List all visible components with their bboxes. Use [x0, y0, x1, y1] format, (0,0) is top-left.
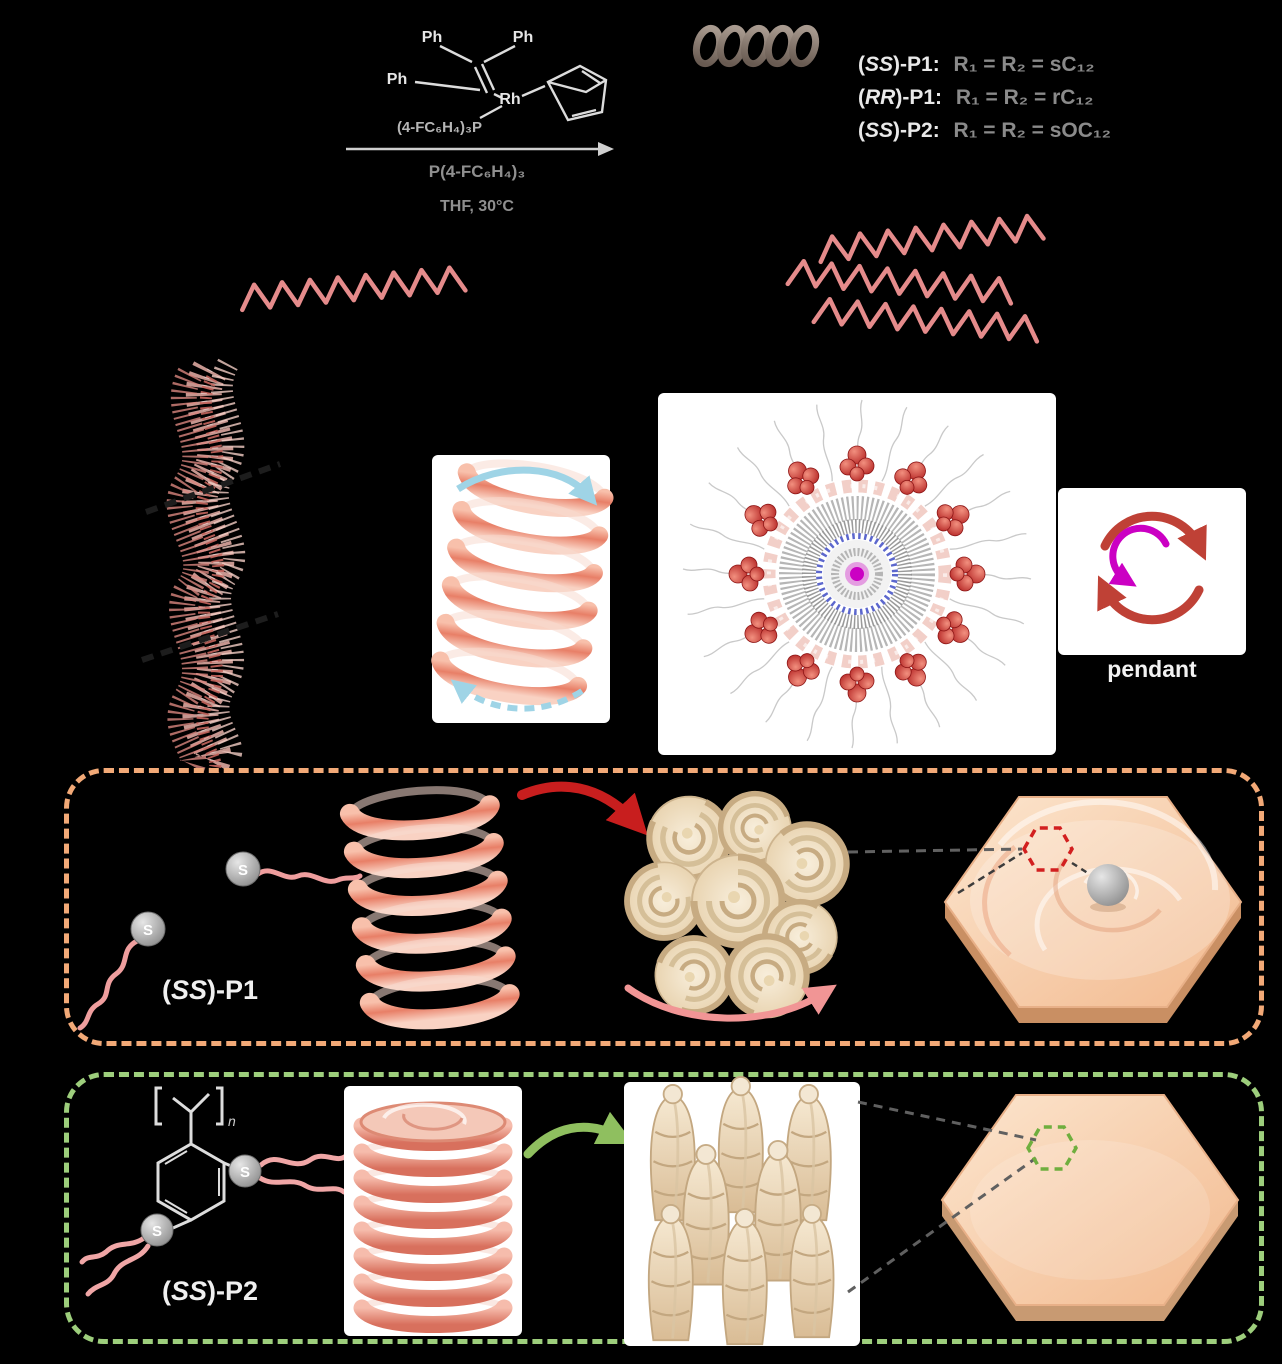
p1-hexagon-plate	[847, 796, 1243, 1023]
pointer-dashes	[847, 1156, 1037, 1294]
green-transform-arrow-icon	[523, 1111, 635, 1159]
cones-card	[624, 1075, 860, 1346]
benzene-ring	[156, 1142, 226, 1222]
pendant-label: pendant	[1107, 656, 1197, 682]
zoom-hexagon-outline-green	[1025, 1125, 1079, 1171]
s-sphere	[228, 1154, 262, 1188]
arrowhead-icon	[598, 142, 614, 156]
ph-label: Ph	[387, 71, 407, 88]
coil-illustration	[344, 1101, 522, 1336]
product-label: (RR)-P1: R₁ = R₂ = rC₁₂	[858, 86, 1094, 109]
condition-solvent: THF, 30°C	[440, 198, 514, 215]
p2-coil-card	[344, 1086, 522, 1336]
alkyl-chain-zigzag	[814, 298, 1039, 341]
s-sphere	[140, 1213, 174, 1247]
topview-card	[658, 393, 1056, 755]
alkyl-chain-left	[232, 252, 482, 300]
helix-illustration	[432, 455, 610, 723]
p1-helix-illustration	[330, 782, 530, 1030]
monomer-illustration: S S	[77, 851, 363, 1031]
ph-label: Ph	[513, 29, 533, 46]
reaction-arrow	[346, 142, 614, 156]
rotation-arrows-icon	[1097, 511, 1207, 625]
s-label: S	[240, 1164, 250, 1181]
polymer-helix-icon	[692, 24, 820, 68]
p1-label: (SS)-P1	[161, 975, 259, 1005]
helix-card	[432, 455, 610, 723]
p2-label: (SS)-P2	[161, 1276, 259, 1306]
p2-hexagon-plate	[847, 1094, 1240, 1321]
zoom-hexagon-outline	[1021, 826, 1075, 872]
repeat-unit-label: n	[228, 1113, 236, 1129]
assembly-topview	[682, 399, 1032, 749]
twist-arrow-top-icon	[456, 466, 598, 506]
product-label: (SS)-P1: R₁ = R₂ = sC₁₂	[858, 53, 1095, 76]
rh-label: Rh	[499, 91, 520, 108]
alkyl-chain-zigzag	[240, 266, 465, 309]
pendant-sphere	[1087, 864, 1129, 906]
s-label: S	[152, 1223, 162, 1240]
alkyl-chain-zigzag	[818, 215, 1043, 262]
alkyl-chains-right	[778, 200, 1048, 335]
pendant-card	[1058, 488, 1246, 655]
alkyl-chain-zigzag	[788, 260, 1013, 303]
ph-label: Ph	[422, 29, 442, 46]
panel-p2: n S S (SS)-P2	[64, 1072, 1264, 1346]
panel-p1: S S (SS)-P1	[64, 768, 1264, 1046]
phosphine-label: (4-FC₆H₄)₃P	[397, 119, 482, 136]
red-transform-arrow-icon	[517, 781, 648, 836]
pink-rotation-arrow-icon	[624, 984, 837, 1022]
catalyst-structure: Ph Ph Ph Rh (4-FC₆H₄)₃P	[387, 29, 608, 136]
condition-reagent: P(4-FC₆H₄)₃	[428, 162, 526, 181]
product-labels: (SS)-P1: R₁ = R₂ = sC₁₂ (RR)-P1: R₁ = R₂…	[858, 48, 1111, 147]
product-label: (SS)-P2: R₁ = R₂ = sOC₁₂	[858, 119, 1111, 142]
s-sphere	[225, 851, 261, 887]
s-label: S	[238, 862, 248, 879]
pointer-dashes	[857, 1100, 1037, 1142]
core-dot	[850, 567, 864, 581]
pointer-dashes	[847, 847, 1023, 854]
p2-monomer-structure: n S S	[79, 1086, 349, 1297]
s-label: S	[143, 922, 153, 939]
fiber-structure	[141, 362, 282, 767]
s-sphere	[130, 911, 166, 947]
cone-cluster	[647, 1075, 835, 1346]
